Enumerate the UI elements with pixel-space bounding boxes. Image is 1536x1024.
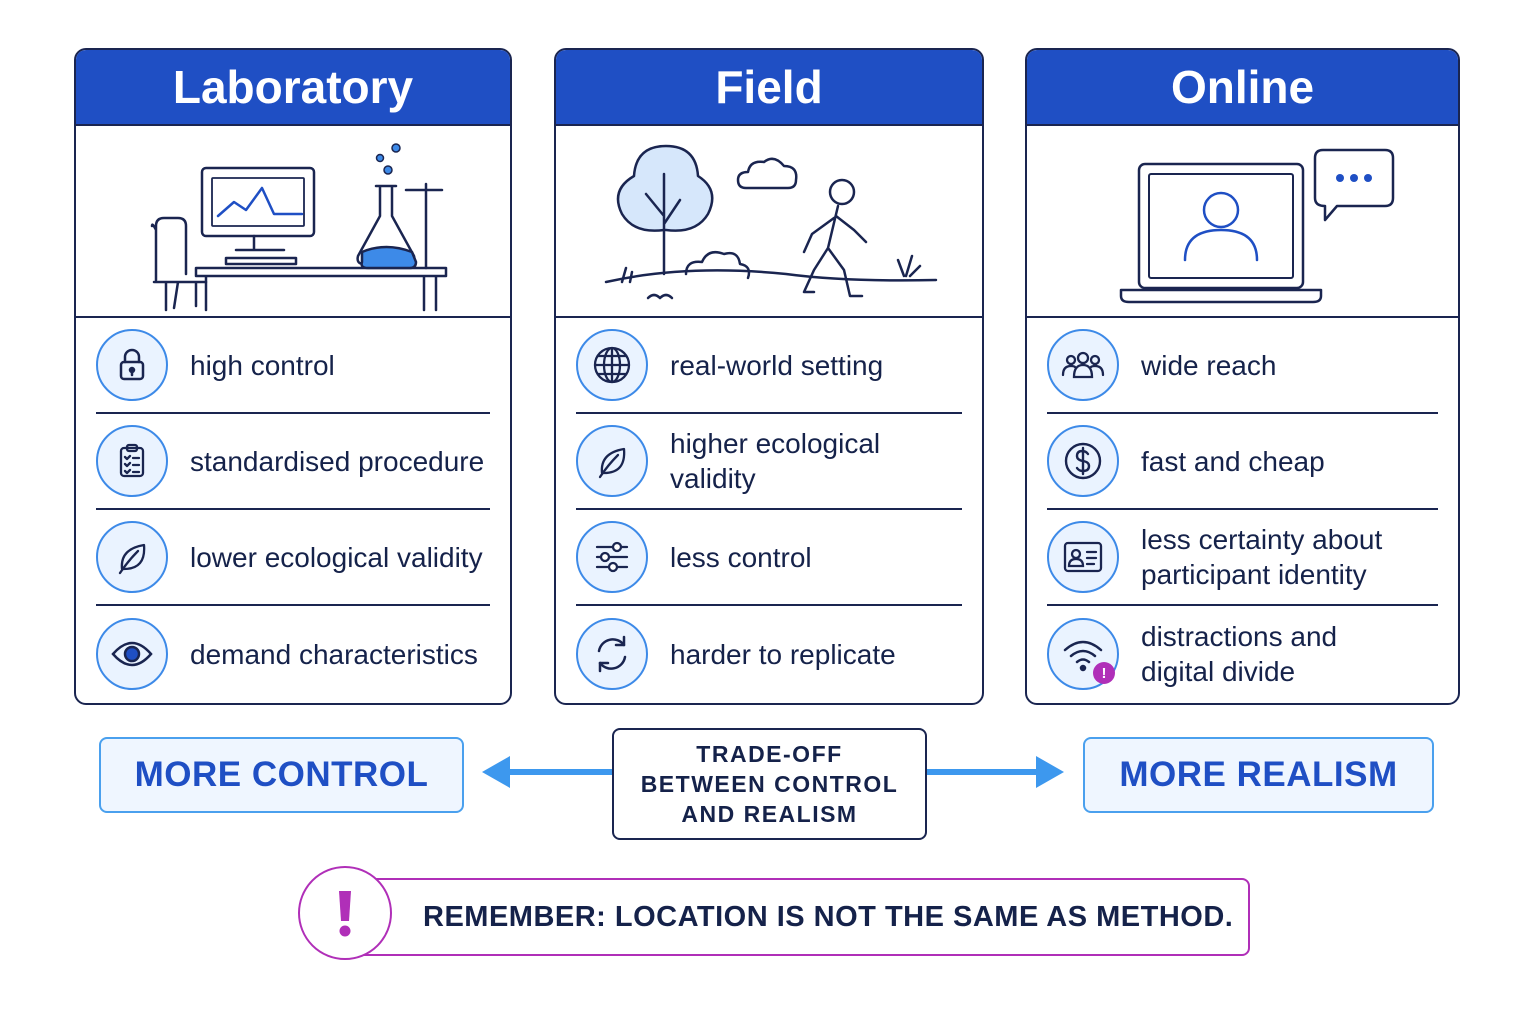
globe-icon: [576, 329, 648, 401]
item-label: higher ecological validity: [670, 428, 881, 494]
online-card: Online wide reach: [1025, 48, 1460, 705]
laboratory-card: Laboratory: [74, 48, 512, 705]
list-item: wide reach: [1047, 318, 1438, 414]
list-item: less certainty about participant identit…: [1047, 510, 1438, 606]
card-title: Field: [556, 50, 982, 126]
list-item: fast and cheap: [1047, 414, 1438, 510]
list-item: lower ecological validity: [96, 510, 490, 606]
right-arrow-icon: [927, 756, 1064, 788]
list-item: high control: [96, 318, 490, 414]
list-item: standardised procedure: [96, 414, 490, 510]
card-title: Online: [1027, 50, 1458, 126]
lock-icon: [96, 329, 168, 401]
more-control-label: MORE CONTROL: [99, 737, 464, 813]
item-label: fast and cheap: [1141, 445, 1325, 477]
list-item: real-world setting: [576, 318, 962, 414]
exclamation-badge-icon: !: [1093, 662, 1115, 684]
list-item: higher ecological validity: [576, 414, 962, 510]
list-item: harder to replicate: [576, 606, 962, 702]
sliders-icon: [576, 521, 648, 593]
item-label: wide reach: [1141, 349, 1277, 381]
online-illustration: [1027, 126, 1458, 318]
reminder-text: REMEMBER: LOCATION IS NOT THE SAME AS ME…: [423, 900, 1234, 933]
tradeoff-label: TRADE-OFF BETWEEN CONTROL AND REALISM: [612, 728, 927, 840]
field-card: Field real-world setting: [554, 48, 984, 705]
list-item: less control: [576, 510, 962, 606]
leaf-icon: [96, 521, 168, 593]
clipboard-checklist-icon: [96, 425, 168, 497]
wifi-alert-icon: !: [1047, 618, 1119, 690]
item-label: less certainty about participant identit…: [1141, 524, 1383, 590]
list-item: ! distractions and digital divide: [1047, 606, 1438, 702]
reminder-banner: REMEMBER: LOCATION IS NOT THE SAME AS ME…: [345, 878, 1250, 956]
eye-icon: [96, 618, 168, 690]
field-illustration: [556, 126, 982, 318]
refresh-icon: [576, 618, 648, 690]
item-label: distractions and digital divide: [1141, 621, 1338, 687]
dollar-icon: [1047, 425, 1119, 497]
item-label: real-world setting: [670, 349, 884, 381]
id-card-icon: [1047, 521, 1119, 593]
exclamation-icon: [298, 866, 392, 960]
item-label: demand characteristics: [190, 638, 478, 670]
item-label: high control: [190, 349, 335, 381]
lab-illustration: [76, 126, 510, 318]
more-realism-label: MORE REALISM: [1083, 737, 1434, 813]
list-item: demand characteristics: [96, 606, 490, 702]
leaf-icon: [576, 425, 648, 497]
item-label: less control: [670, 541, 812, 573]
item-label: harder to replicate: [670, 638, 896, 670]
card-title: Laboratory: [76, 50, 510, 126]
item-label: lower ecological validity: [190, 541, 483, 573]
group-icon: [1047, 329, 1119, 401]
left-arrow-icon: [482, 756, 612, 788]
item-label: standardised procedure: [190, 445, 485, 477]
